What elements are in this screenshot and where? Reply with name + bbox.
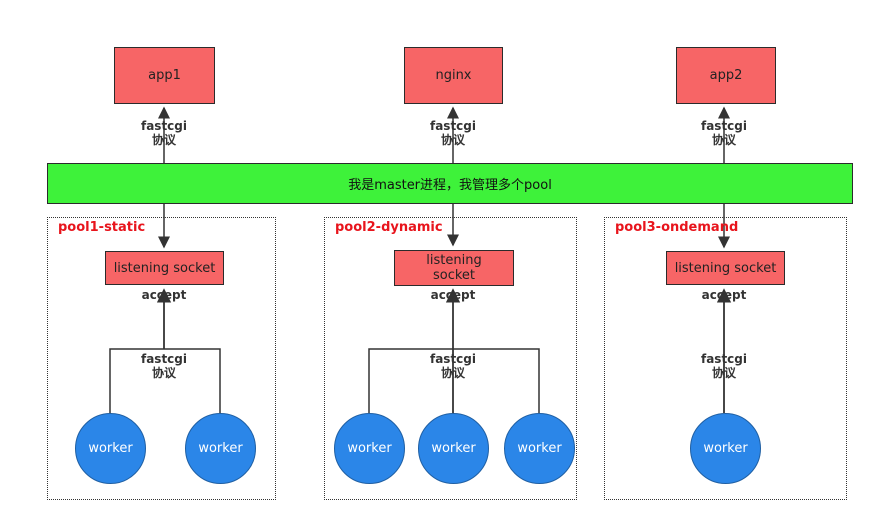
app1-box: app1 <box>114 47 215 104</box>
app2-label: app2 <box>709 68 743 83</box>
pool2-socket-label: listening socket <box>426 253 482 283</box>
fastcgi-tag-line1: fastcgi <box>700 352 747 366</box>
fastcgi-tag-pool1: fastcgi 协议 <box>134 352 194 380</box>
pool1-socket-label: listening socket <box>113 260 216 276</box>
pool3-worker-1: worker <box>690 413 761 484</box>
pool2-worker-3: worker <box>504 413 575 484</box>
pool3-container: pool3-ondemand <box>604 217 847 500</box>
fastcgi-tag-line2: 协议 <box>151 133 176 147</box>
pool1-worker-1: worker <box>75 413 146 484</box>
accept-tag-label: accept <box>141 288 187 302</box>
fastcgi-tag-line1: fastcgi <box>429 352 476 366</box>
fastcgi-tag-line1: fastcgi <box>700 119 747 133</box>
pool3-title: pool3-ondemand <box>615 220 739 235</box>
pool1-worker-2: worker <box>185 413 256 484</box>
nginx-label: nginx <box>435 68 472 83</box>
fastcgi-tag-nginx: fastcgi 协议 <box>423 119 483 147</box>
pool1-container: pool1-static <box>47 217 276 500</box>
fastcgi-tag-pool3: fastcgi 协议 <box>694 352 754 380</box>
fastcgi-tag-line2: 协议 <box>440 133 465 147</box>
pool2-listening-socket: listening socket <box>394 250 514 286</box>
nginx-box: nginx <box>404 47 503 104</box>
worker-label: worker <box>198 441 243 456</box>
pool3-listening-socket: listening socket <box>666 251 785 285</box>
fastcgi-tag-app1: fastcgi 协议 <box>134 119 194 147</box>
pool1-title: pool1-static <box>58 220 146 235</box>
fastcgi-tag-pool2: fastcgi 协议 <box>423 352 483 380</box>
app1-label: app1 <box>148 68 181 83</box>
fastcgi-tag-line2: 协议 <box>711 133 736 147</box>
pool1-worker-connector <box>109 348 221 413</box>
pool2-worker-connector <box>368 348 540 413</box>
pool2-title: pool2-dynamic <box>335 220 443 235</box>
fastcgi-tag-line2: 协议 <box>151 366 176 380</box>
accept-tag-label: accept <box>701 288 747 302</box>
fastcgi-tag-line1: fastcgi <box>429 119 476 133</box>
accept-tag-label: accept <box>430 288 476 302</box>
pool2-container: pool2-dynamic <box>324 217 577 500</box>
worker-label: worker <box>347 441 392 456</box>
accept-tag-pool1: accept <box>134 288 194 302</box>
worker-label: worker <box>88 441 133 456</box>
pool2-worker-2: worker <box>418 413 489 484</box>
worker-label: worker <box>431 441 476 456</box>
worker-label: worker <box>703 441 748 456</box>
master-process-bar: 我是master进程，我管理多个pool <box>47 163 853 204</box>
worker-label: worker <box>517 441 562 456</box>
accept-tag-pool2: accept <box>423 288 483 302</box>
fastcgi-tag-line1: fastcgi <box>140 119 187 133</box>
app2-box: app2 <box>676 47 776 104</box>
fastcgi-tag-line2: 协议 <box>440 366 465 380</box>
fastcgi-tag-app2: fastcgi 协议 <box>694 119 754 147</box>
fastcgi-tag-line2: 协议 <box>711 366 736 380</box>
pool2-worker-1: worker <box>334 413 405 484</box>
pool1-listening-socket: listening socket <box>105 251 224 285</box>
accept-tag-pool3: accept <box>694 288 754 302</box>
pool3-socket-label: listening socket <box>674 260 777 276</box>
master-label: 我是master进程，我管理多个pool <box>348 178 552 193</box>
fastcgi-tag-line1: fastcgi <box>140 352 187 366</box>
